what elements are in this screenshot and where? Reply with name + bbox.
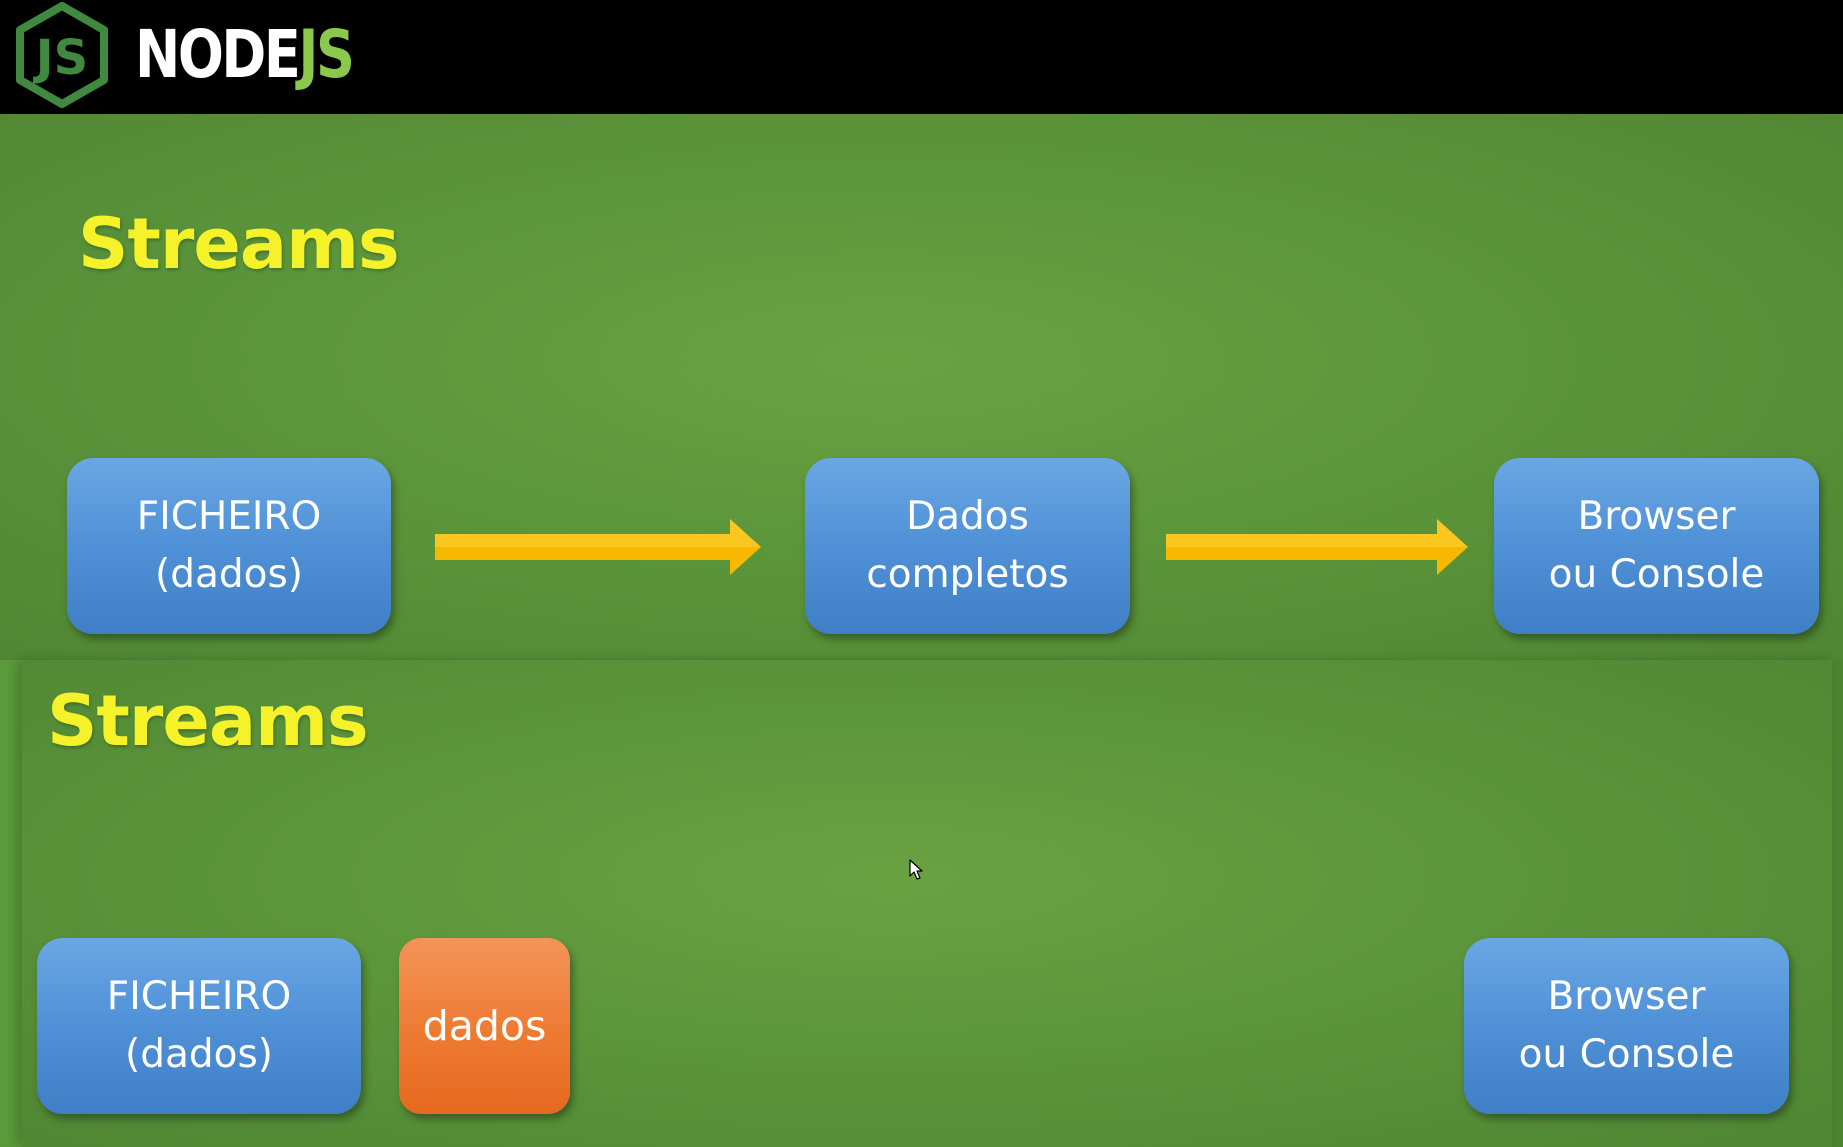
browser-console-box: Browser ou Console <box>1464 938 1789 1114</box>
logo-mark-text: JS <box>33 30 88 86</box>
nodejs-wordmark: NODEJS <box>135 10 355 100</box>
ficheiro-box-line1: FICHEIRO <box>106 974 292 1019</box>
ficheiro-box-line2: (dados) <box>124 1032 274 1077</box>
dados-completos-box-line2: completos <box>866 552 1069 597</box>
browser-console-box-line1: Browser <box>1577 494 1736 539</box>
browser-console-box: Browser ou Console <box>1494 458 1819 634</box>
slide-edge-left <box>0 660 22 1147</box>
slide-1-title: Streams <box>78 203 400 285</box>
dados-completos-box-line1: Dados <box>906 494 1029 539</box>
ficheiro-box: FICHEIRO (dados) <box>67 458 391 634</box>
dados-chunk-box: dados <box>399 938 570 1114</box>
ficheiro-box-line1: FICHEIRO <box>136 494 322 539</box>
slide-2-title: Streams <box>47 680 369 762</box>
browser-console-box-line1: Browser <box>1547 974 1706 1019</box>
wordmark-js: JS <box>298 16 355 93</box>
nodejs-hexagon-logo: JS <box>16 2 108 108</box>
header-bar: JS NODEJS <box>0 0 1843 114</box>
dados-chunk-label: dados <box>422 1002 547 1050</box>
arrow-right-icon <box>435 519 761 575</box>
ficheiro-box-line2: (dados) <box>154 552 304 597</box>
ficheiro-box: FICHEIRO (dados) <box>37 938 361 1114</box>
browser-console-box-line2: ou Console <box>1548 552 1765 597</box>
slide-2: Streams FICHEIRO (dados) dados Browser o… <box>22 660 1832 1147</box>
browser-console-box-line2: ou Console <box>1518 1032 1735 1077</box>
dados-completos-box: Dados completos <box>805 458 1130 634</box>
mouse-cursor-icon <box>909 859 923 880</box>
wordmark-node: NODE <box>135 16 301 93</box>
arrow-right-icon <box>1166 519 1468 575</box>
slide-edge-right <box>1832 660 1843 1147</box>
slide-1: Streams FICHEIRO (dados) Dados completos… <box>0 114 1843 660</box>
